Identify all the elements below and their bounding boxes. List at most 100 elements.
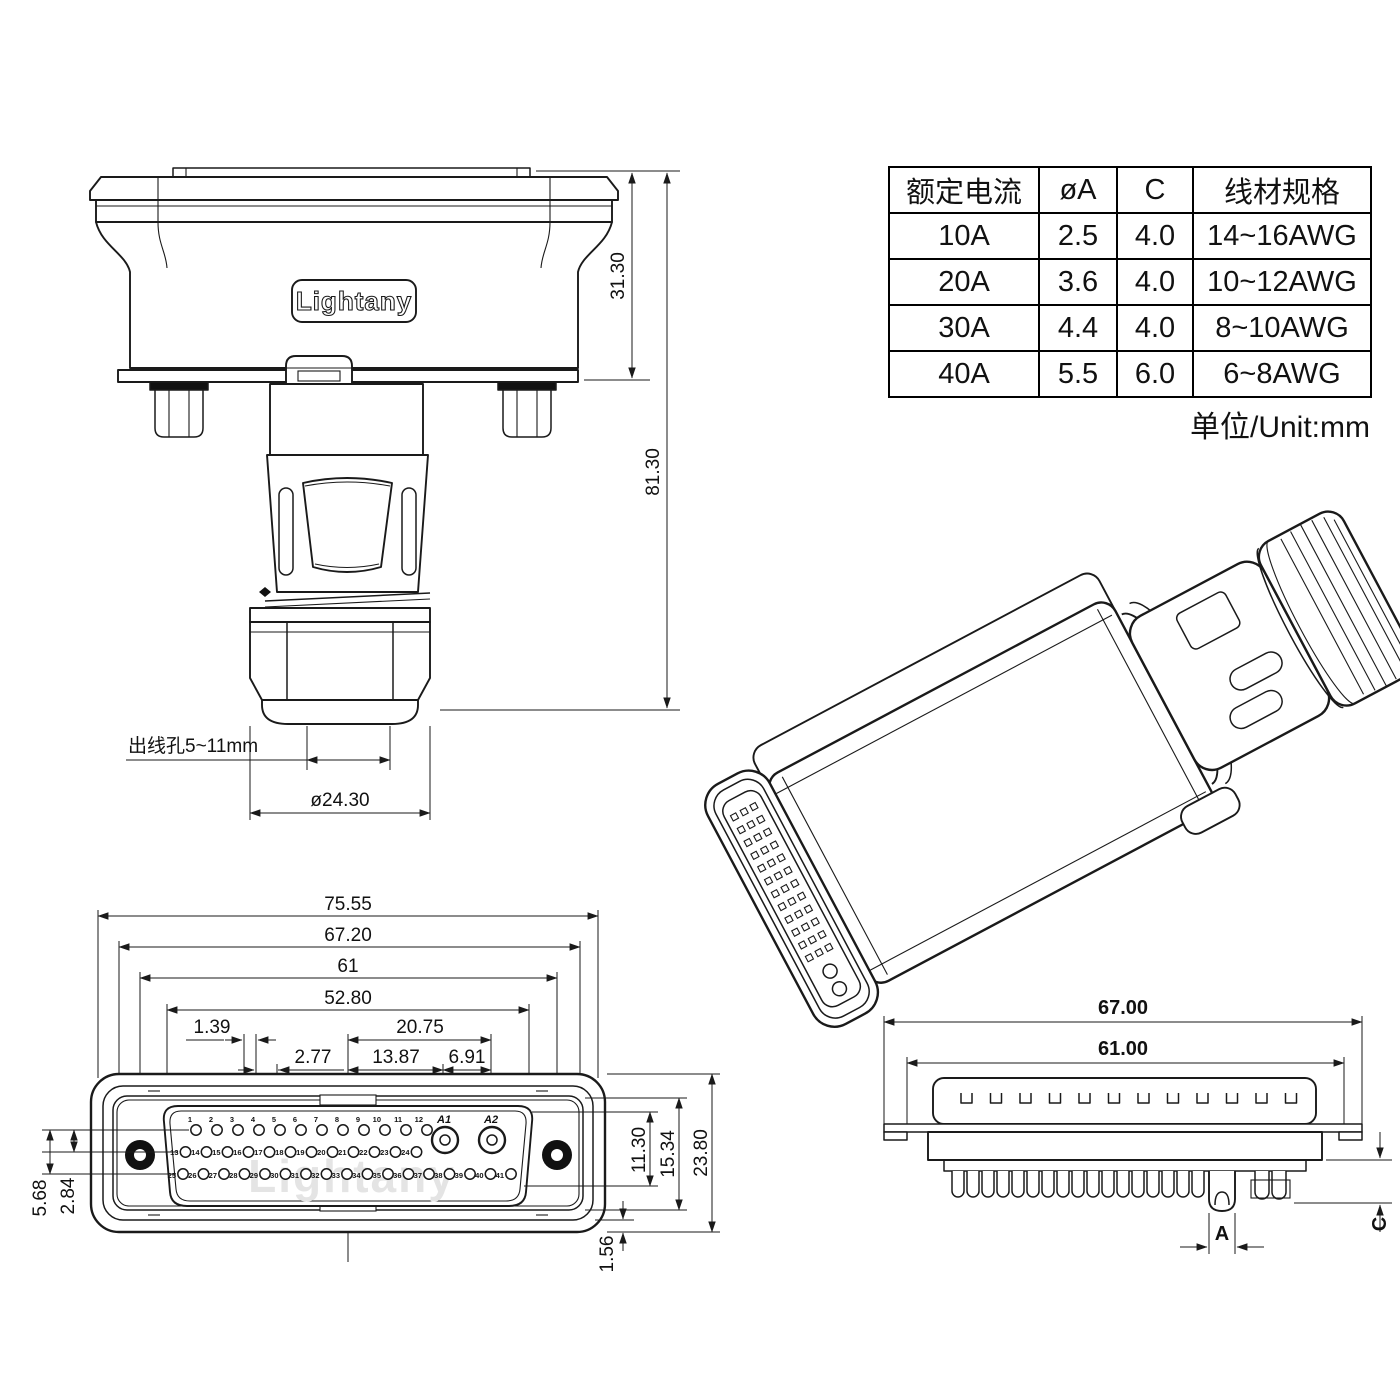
pin-number: 22 bbox=[359, 1148, 367, 1157]
iso-pin bbox=[810, 917, 820, 927]
rear-slot bbox=[1019, 1093, 1032, 1104]
cell: 2.5 bbox=[1038, 212, 1118, 260]
rear-slot bbox=[960, 1093, 973, 1104]
pin-contact bbox=[382, 1168, 394, 1180]
pin-number: 16 bbox=[233, 1148, 241, 1157]
solder-cup-row bbox=[951, 1171, 1205, 1198]
pin-contact bbox=[274, 1124, 286, 1136]
iso-backshell-slot-2 bbox=[1229, 689, 1283, 730]
power-pin-label: A2 bbox=[483, 1114, 498, 1126]
solder-cup bbox=[1176, 1171, 1190, 1198]
mount-hole-right bbox=[542, 1140, 572, 1170]
table-row: 10A 2.5 4.0 14~16AWG bbox=[888, 212, 1372, 260]
pin-number: 26 bbox=[188, 1171, 196, 1180]
pin-contact bbox=[177, 1168, 189, 1180]
pin-contact bbox=[197, 1168, 210, 1180]
front-view: 75.55 67.20 61 52.80 1.39 20.75 bbox=[30, 894, 720, 1272]
iso-power-pin bbox=[831, 981, 848, 997]
gland-nut bbox=[249, 621, 431, 701]
spec-table-header-row: 额定电流 øA C 线材规格 bbox=[888, 166, 1372, 214]
iso-pin bbox=[817, 929, 827, 940]
pin-number: 4 bbox=[251, 1115, 256, 1124]
pin-number: 27 bbox=[209, 1171, 217, 1180]
dim-a-label: A bbox=[1215, 1223, 1229, 1245]
pin-contact bbox=[341, 1168, 353, 1180]
dim-insert-height: 11.30 bbox=[629, 1127, 650, 1173]
pin-contact bbox=[259, 1168, 271, 1180]
rear-slot bbox=[1225, 1093, 1239, 1104]
table-row: 40A 5.5 6.0 6~8AWG bbox=[888, 350, 1372, 398]
pin-number: 21 bbox=[338, 1148, 346, 1157]
housing-top-lip bbox=[172, 167, 531, 178]
dim-inner-width: 61.00 bbox=[1098, 1038, 1148, 1060]
pin-contact bbox=[389, 1146, 402, 1158]
iso-pin bbox=[749, 801, 759, 812]
solder-cup bbox=[1146, 1171, 1160, 1198]
pin-contact bbox=[361, 1168, 374, 1180]
header-dia-a: øA bbox=[1038, 166, 1118, 214]
front-view-dimensions-left: 5.68 2.84 bbox=[30, 1129, 189, 1216]
dim-gland-diameter: ø24.30 bbox=[310, 790, 369, 811]
pin-number: 34 bbox=[352, 1171, 361, 1180]
solder-cup bbox=[951, 1171, 965, 1198]
dim-pin-offset: 1.39 bbox=[194, 1017, 231, 1038]
rear-slot bbox=[1284, 1093, 1298, 1104]
pin-contact bbox=[295, 1124, 307, 1136]
shell-slot-left bbox=[278, 487, 294, 576]
iso-pin bbox=[784, 914, 794, 925]
dim-power-span: 20.75 bbox=[396, 1017, 444, 1038]
pin-contact bbox=[316, 1124, 328, 1136]
cable-hole-label: 出线孔5~11mm bbox=[128, 735, 258, 757]
pin-contact bbox=[221, 1146, 234, 1158]
cell: 5.5 bbox=[1038, 350, 1118, 398]
gland-dome bbox=[261, 699, 419, 725]
iso-pin bbox=[800, 922, 811, 932]
pin-contact bbox=[326, 1146, 339, 1158]
rear-flange bbox=[883, 1123, 1363, 1133]
iso-pin bbox=[763, 876, 774, 886]
cell: 30A bbox=[888, 304, 1040, 352]
brand-logo-plate bbox=[291, 279, 417, 323]
pin-contact bbox=[368, 1146, 381, 1158]
iso-pin bbox=[783, 865, 793, 876]
iso-pin bbox=[753, 832, 763, 843]
pin-number: 33 bbox=[332, 1171, 340, 1180]
rear-view-dimensions-top: 67.00 61.00 bbox=[883, 997, 1363, 1132]
iso-pin-grid bbox=[729, 801, 848, 997]
dim-upper-height: 31.30 bbox=[608, 252, 629, 300]
pin-contact bbox=[200, 1146, 213, 1158]
iso-pin bbox=[746, 819, 756, 830]
pin-number: 30 bbox=[270, 1171, 278, 1180]
iso-pin bbox=[787, 896, 797, 907]
side-view: Lightany bbox=[89, 167, 680, 820]
dim-flange-width: 67.20 bbox=[324, 925, 372, 946]
header-rated-current: 额定电流 bbox=[888, 166, 1040, 214]
pin-number: 24 bbox=[401, 1148, 410, 1157]
pin-number: 14 bbox=[191, 1148, 200, 1157]
iso-pin bbox=[807, 934, 818, 945]
pin-contact bbox=[464, 1168, 476, 1180]
power-pin-center bbox=[486, 1134, 498, 1146]
pin-contact bbox=[443, 1168, 456, 1180]
pin-number: 15 bbox=[212, 1148, 220, 1157]
solder-cup bbox=[1116, 1171, 1130, 1198]
pin-contact bbox=[242, 1146, 255, 1158]
cell: 10~12AWG bbox=[1192, 258, 1372, 306]
iso-pin bbox=[796, 891, 807, 902]
cell: 10A bbox=[888, 212, 1040, 260]
pin-number: 9 bbox=[356, 1115, 360, 1124]
side-view-dimensions: 31.30 81.30 出线孔5~11mm ø24.30 bbox=[126, 170, 680, 820]
cell: 14~16AWG bbox=[1192, 212, 1372, 260]
dim-total-width: 75.55 bbox=[324, 894, 372, 915]
dim-c-label: C bbox=[1369, 1217, 1391, 1231]
pin-number: 1 bbox=[188, 1115, 192, 1124]
solder-cup bbox=[1161, 1171, 1175, 1198]
solder-cup bbox=[1086, 1171, 1100, 1198]
rear-slot bbox=[1078, 1093, 1091, 1104]
front-view-dimensions-right: 11.30 15.34 23.80 1.56 bbox=[524, 1073, 720, 1272]
power-pin-label: A1 bbox=[436, 1114, 451, 1126]
pin-contact bbox=[305, 1146, 318, 1158]
cell: 6~8AWG bbox=[1192, 350, 1372, 398]
